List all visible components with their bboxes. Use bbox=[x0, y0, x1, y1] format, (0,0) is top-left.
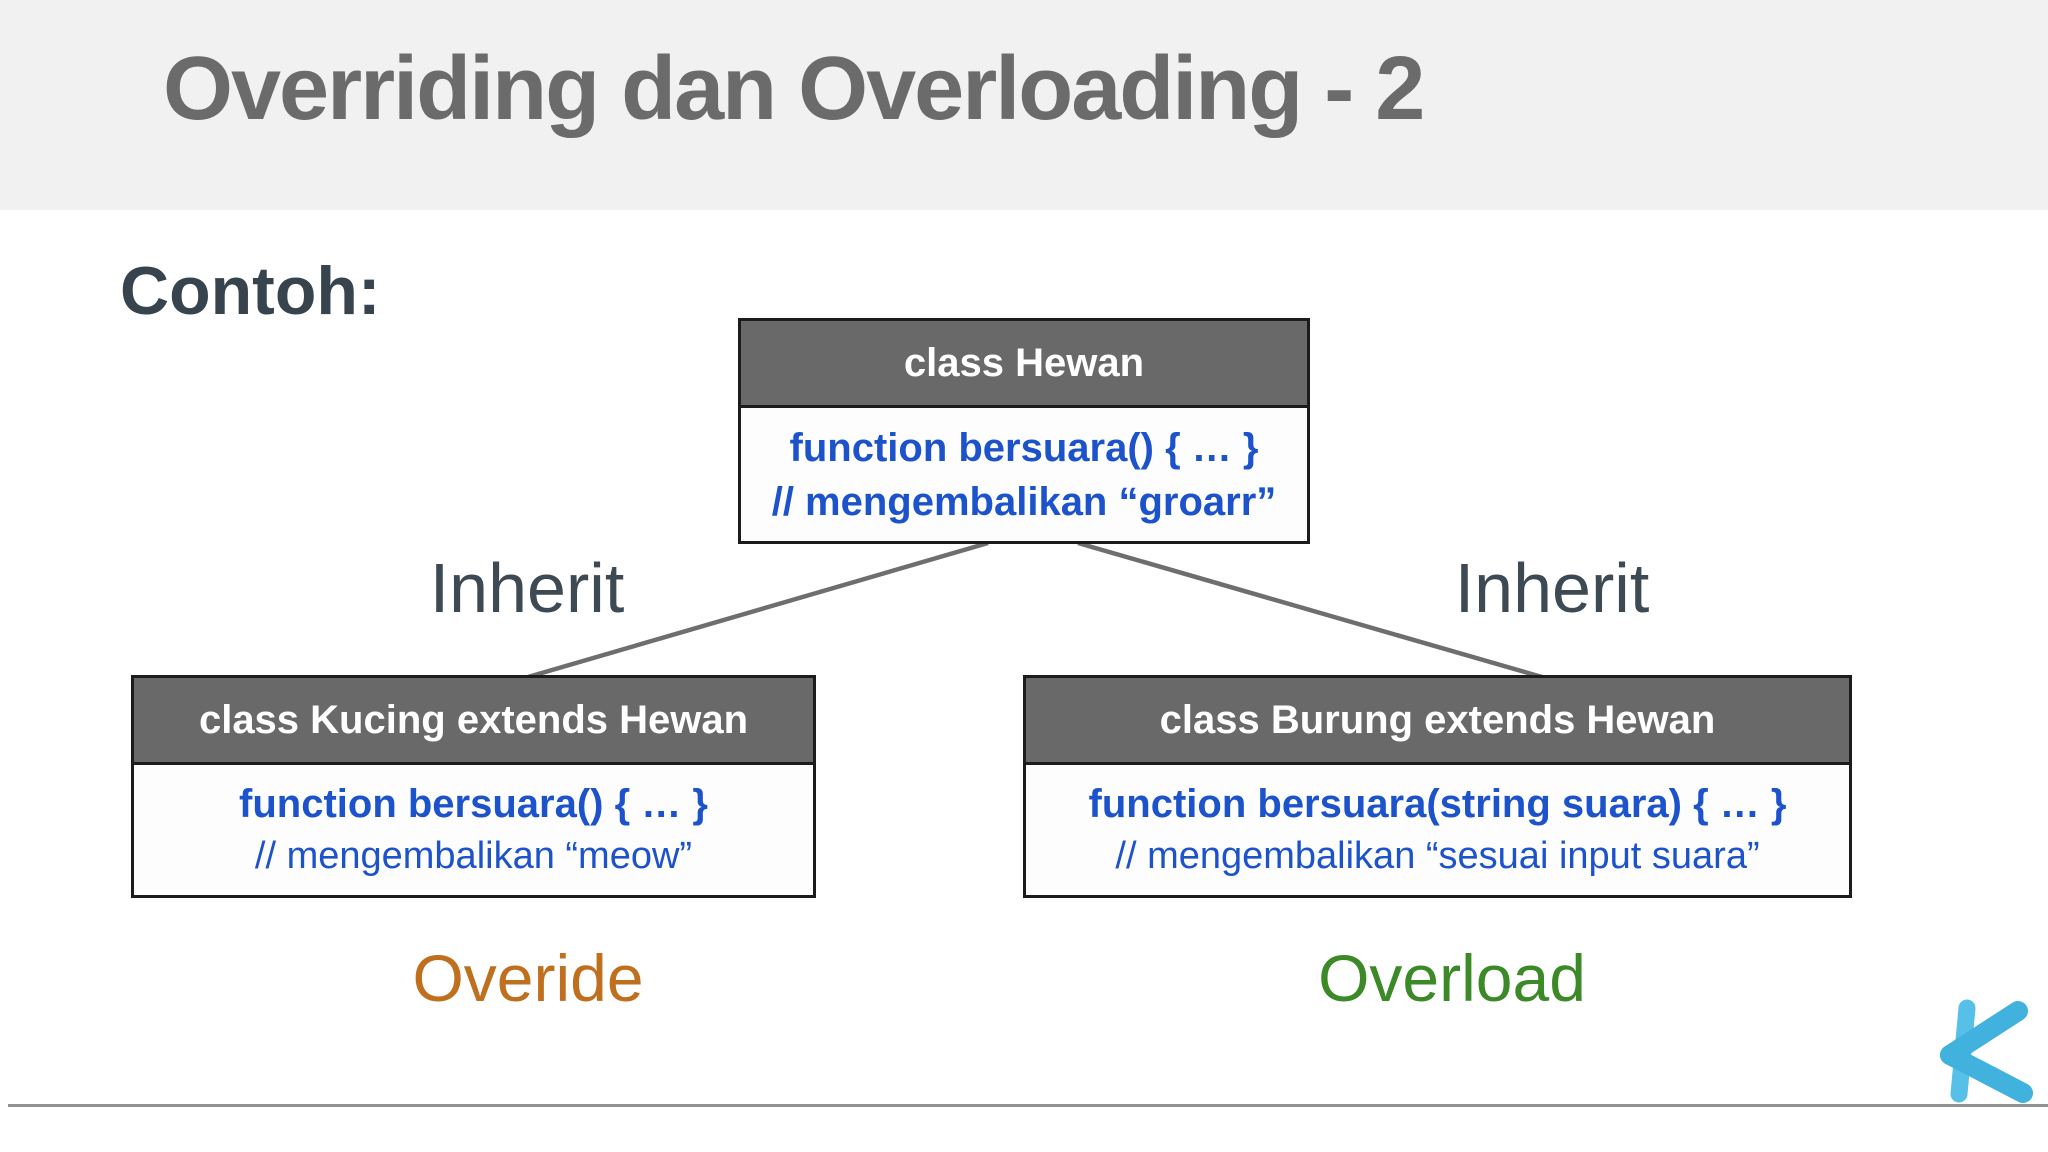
inherit-label-right: Inherit bbox=[1454, 549, 1650, 627]
class-box-burung: class Burung extends Hewan function bers… bbox=[1023, 675, 1852, 898]
inherit-label-left: Inherit bbox=[429, 549, 625, 627]
section-label: Contoh: bbox=[120, 253, 381, 329]
hewan-function-line: function bersuara() { … } bbox=[789, 425, 1259, 470]
hewan-comment-line: // mengembalikan “groarr” bbox=[771, 479, 1277, 524]
kucing-comment-line: // mengembalikan “meow” bbox=[254, 835, 693, 878]
title-band bbox=[0, 0, 2048, 210]
override-label: Overide bbox=[412, 941, 644, 1015]
burung-comment-line: // mengembalikan “sesuai input suara” bbox=[1115, 835, 1760, 878]
footer-divider bbox=[8, 1104, 2048, 1107]
k-brand-logo-icon bbox=[1940, 999, 2033, 1103]
burung-function-line: function bersuara(string suara) { … } bbox=[1088, 782, 1787, 827]
class-box-hewan-body: function bersuara() { … } // mengembalik… bbox=[741, 408, 1307, 541]
class-box-hewan: class Hewan function bersuara() { … } //… bbox=[738, 318, 1310, 544]
class-box-burung-title: class Burung extends Hewan bbox=[1026, 678, 1849, 765]
class-box-hewan-title: class Hewan bbox=[741, 321, 1307, 408]
overload-label: Overload bbox=[1318, 941, 1586, 1015]
class-box-kucing-body: function bersuara() { … } // mengembalik… bbox=[134, 765, 813, 895]
slide-title: Overriding dan Overloading - 2 bbox=[163, 39, 1425, 139]
kucing-function-line: function bersuara() { … } bbox=[239, 782, 708, 827]
class-box-kucing-title: class Kucing extends Hewan bbox=[134, 678, 813, 765]
class-box-burung-body: function bersuara(string suara) { … } //… bbox=[1026, 765, 1849, 895]
class-box-kucing: class Kucing extends Hewan function bers… bbox=[131, 675, 816, 898]
